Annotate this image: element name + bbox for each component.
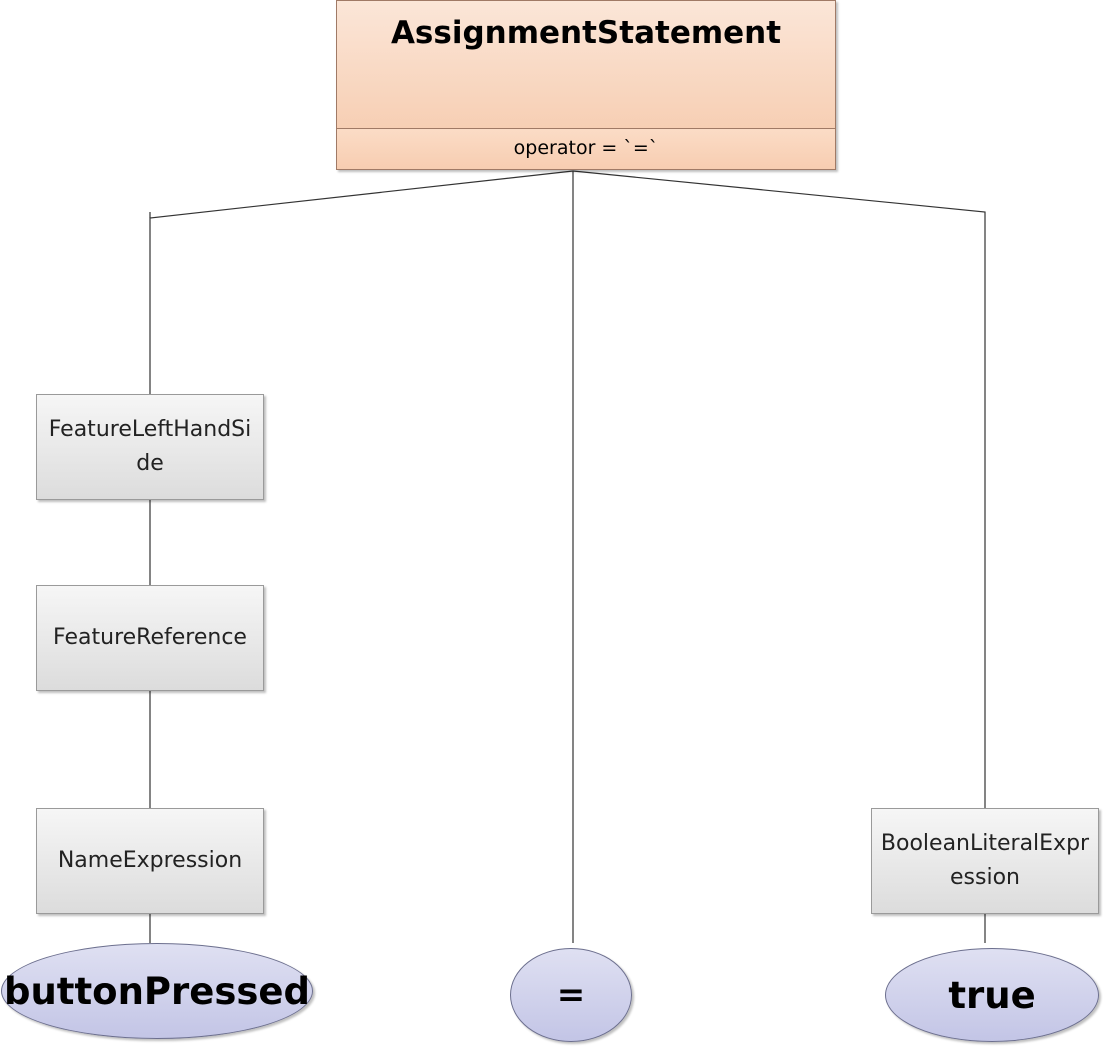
feature-left-hand-side-label: FeatureLeftHandSide [48, 417, 252, 476]
boolean-literal-expression-label: BooleanLiteralExpression [880, 831, 1090, 890]
operator-leaf[interactable]: = [510, 948, 632, 1042]
edge-root-to-feature-left-hand-side [149, 170, 574, 394]
edge-root-to-boolean-literal-expression [572, 170, 986, 808]
button-pressed-label: buttonPressed [3, 969, 311, 1013]
button-pressed-leaf[interactable]: buttonPressed [1, 943, 313, 1039]
assignment-statement-attribute-area: operator = `=` [337, 129, 835, 169]
name-expression-label: NameExpression [57, 848, 243, 873]
assignment-statement-node[interactable]: AssignmentStatement operator = `=` [336, 0, 836, 170]
true-leaf-label: true [948, 973, 1036, 1017]
assignment-statement-title: AssignmentStatement [390, 15, 782, 51]
assignment-statement-title-area: AssignmentStatement [337, 1, 835, 129]
operator-attribute: operator = `=` [513, 137, 659, 159]
name-expression-node[interactable]: NameExpression [36, 808, 264, 914]
boolean-literal-expression-node[interactable]: BooleanLiteralExpression [871, 808, 1099, 914]
feature-reference-label: FeatureReference [53, 625, 247, 650]
feature-reference-node[interactable]: FeatureReference [36, 585, 264, 691]
true-leaf[interactable]: true [885, 948, 1099, 1042]
operator-leaf-label: = [556, 975, 586, 1015]
feature-left-hand-side-node[interactable]: FeatureLeftHandSide [36, 394, 264, 500]
